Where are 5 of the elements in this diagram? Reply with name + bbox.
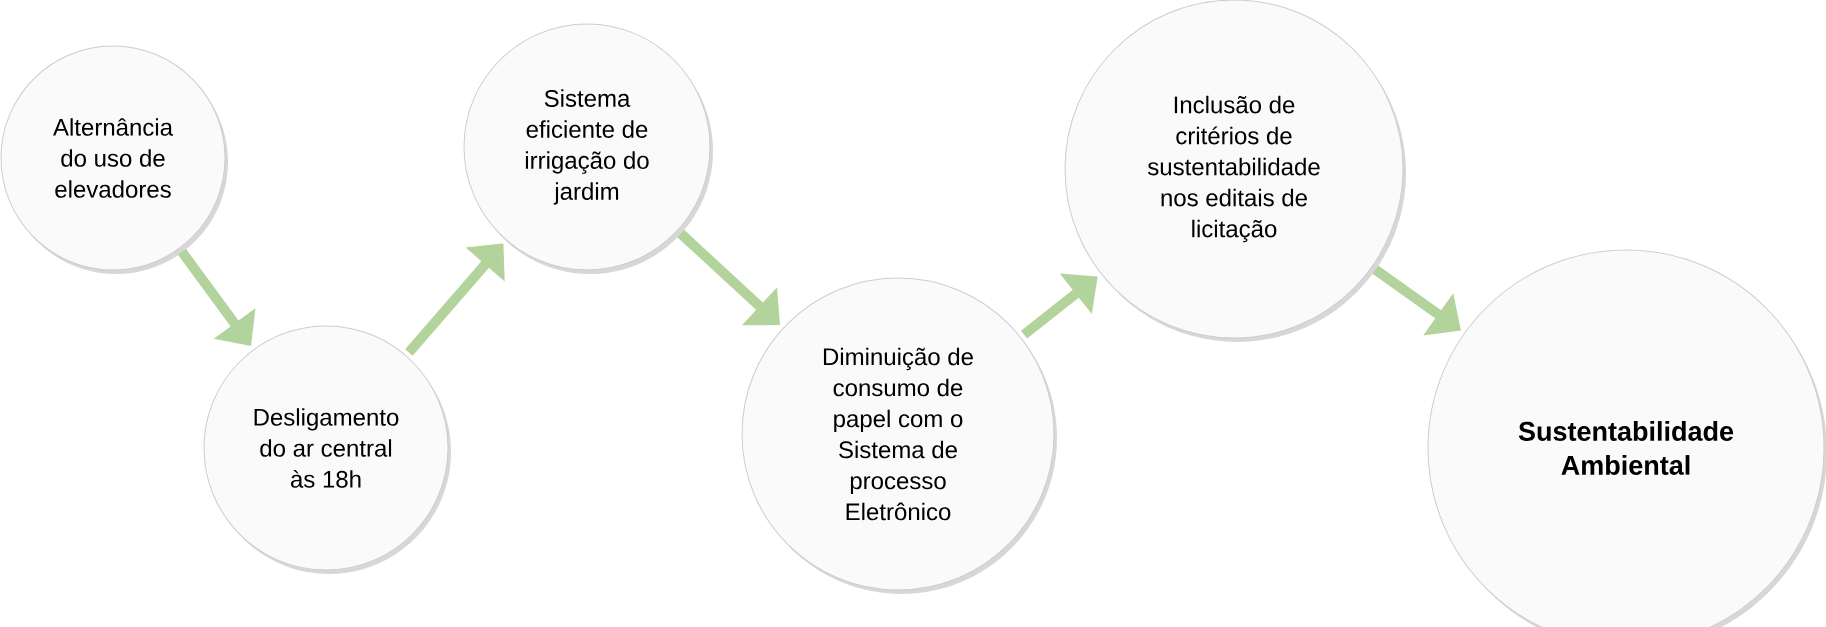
arrow <box>177 248 256 346</box>
node-label: Sustentabilidade Ambiental <box>1518 421 1734 475</box>
arrow <box>677 229 780 326</box>
arrow <box>405 243 505 356</box>
arrow <box>1020 273 1098 339</box>
